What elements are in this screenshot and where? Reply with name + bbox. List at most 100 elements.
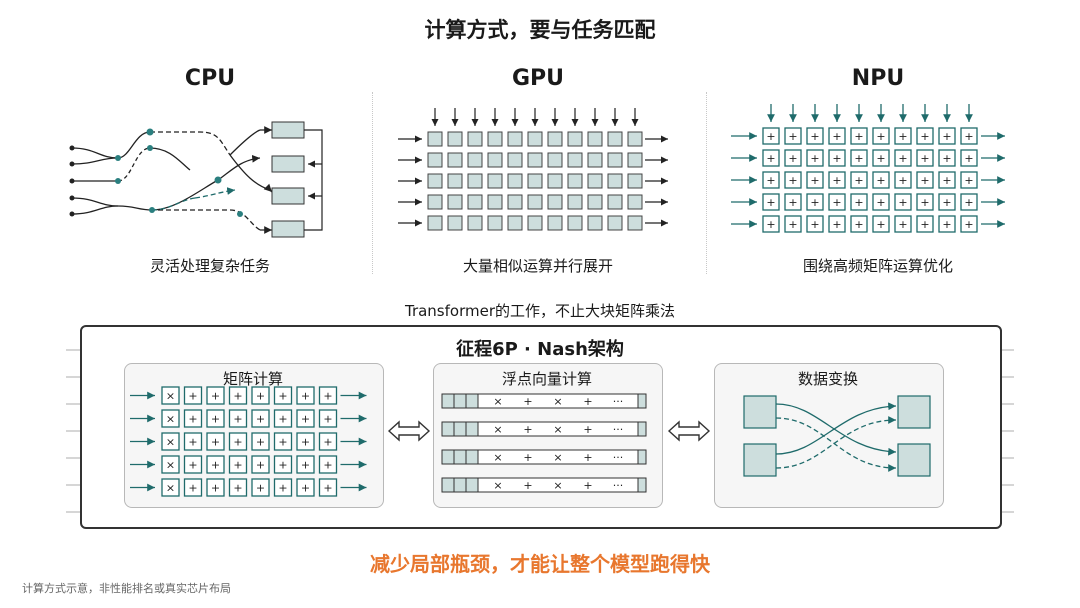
gpu-cell	[567, 194, 583, 210]
matrix-cell-op: +	[188, 413, 197, 426]
gpu-cell	[527, 152, 543, 168]
npu-cell	[784, 171, 802, 189]
npu-cell-plus: +	[876, 218, 885, 231]
gpu-cell	[607, 152, 623, 168]
gpu-cell	[507, 131, 523, 147]
gpu-cell	[487, 131, 503, 147]
matrix-cell	[251, 432, 270, 451]
matrix-cell-op: ×	[166, 482, 175, 495]
gpu-cell	[447, 152, 463, 168]
vector-diagram: ×+×+···×+×+···×+×+···×+×+···	[441, 393, 647, 493]
matrix-cell	[318, 478, 338, 497]
vector-op: ×	[553, 451, 562, 464]
separator-right	[706, 92, 707, 274]
npu-cell	[872, 171, 890, 189]
npu-cell-plus: +	[832, 218, 841, 231]
matrix-cell	[273, 455, 293, 474]
matrix-cell-op: +	[188, 482, 197, 495]
vector-lane-cell	[453, 477, 467, 493]
npu-cell	[960, 127, 978, 145]
separator-left	[372, 92, 373, 274]
gpu-cell	[527, 215, 543, 231]
gpu-cell	[567, 173, 583, 189]
npu-cell-plus: +	[876, 174, 885, 187]
matrix-cell	[206, 432, 225, 451]
npu-cell	[850, 193, 868, 211]
npu-cell	[960, 149, 978, 167]
npu-cell-plus: +	[810, 218, 819, 231]
vector-op: ×	[493, 479, 502, 492]
gpu-cell	[467, 173, 483, 189]
vector-lane-cell	[441, 449, 455, 465]
gpu-cell	[467, 215, 483, 231]
vector-op: +	[583, 395, 592, 408]
matrix-cell-op: +	[323, 413, 332, 426]
npu-cell-plus: +	[810, 130, 819, 143]
gpu-cell	[467, 194, 483, 210]
npu-cell-plus: +	[766, 174, 775, 187]
npu-cell-plus: +	[898, 196, 907, 209]
npu-cell-plus: +	[832, 152, 841, 165]
npu-cell-plus: +	[942, 218, 951, 231]
matrix-cell	[251, 409, 270, 428]
gpu-cell	[547, 194, 563, 210]
npu-cell	[872, 127, 890, 145]
npu-cell-plus: +	[810, 174, 819, 187]
npu-cell-plus: +	[766, 196, 775, 209]
cpu-caption: 灵活处理复杂任务	[149, 257, 270, 275]
npu-cell	[828, 149, 846, 167]
gpu-cell	[567, 131, 583, 147]
matrix-cell	[296, 478, 315, 497]
vector-op: ×	[553, 479, 562, 492]
npu-cell-plus: +	[898, 130, 907, 143]
matrix-cell	[161, 432, 180, 451]
gpu-cell	[447, 131, 463, 147]
npu-cell-plus: +	[920, 174, 929, 187]
gpu-cell	[467, 131, 483, 147]
matrix-cell-op: +	[211, 436, 220, 449]
npu-cell-plus: +	[788, 152, 797, 165]
vector-op: +	[523, 479, 532, 492]
npu-cell	[916, 149, 934, 167]
matrix-cell	[183, 455, 203, 474]
matrix-cell-op: ×	[166, 390, 175, 403]
npu-cell	[806, 215, 824, 233]
vector-lane-cell	[453, 393, 467, 409]
matrix-cell-op: ×	[166, 459, 175, 472]
gpu-cell	[447, 194, 463, 210]
vector-lane-cell	[465, 477, 479, 493]
matrix-cell	[273, 409, 293, 428]
matrix-cell-op: +	[233, 436, 242, 449]
matrix-cell	[296, 455, 315, 474]
double-arrow-right	[667, 420, 711, 442]
npu-cell	[806, 193, 824, 211]
matrix-cell	[161, 409, 180, 428]
matrix-cell-op: +	[323, 459, 332, 472]
gpu-cell	[607, 173, 623, 189]
matrix-cell-op: +	[256, 413, 265, 426]
npu-caption: 围绕高频矩阵运算优化	[802, 257, 953, 275]
npu-cell-plus: +	[854, 218, 863, 231]
npu-cell	[806, 149, 824, 167]
npu-cell-plus: +	[964, 218, 973, 231]
npu-cell-plus: +	[832, 174, 841, 187]
npu-cell-plus: +	[898, 152, 907, 165]
vector-lane-end	[637, 393, 647, 409]
chip-pins	[66, 349, 1014, 513]
npu-cell	[872, 149, 890, 167]
npu-cell	[784, 127, 802, 145]
npu-cell-plus: +	[920, 196, 929, 209]
matrix-cell-op: +	[278, 459, 287, 472]
npu-cell	[938, 149, 956, 167]
matrix-cell-op: +	[211, 390, 220, 403]
npu-cell	[938, 171, 956, 189]
npu-cell	[872, 193, 890, 211]
gpu-diagram	[398, 108, 668, 231]
npu-cell	[806, 171, 824, 189]
npu-cell-plus: +	[876, 130, 885, 143]
gpu-cell	[627, 173, 643, 189]
npu-cell-plus: +	[942, 196, 951, 209]
npu-cell-plus: +	[766, 152, 775, 165]
vector-op: ×	[493, 395, 502, 408]
npu-cell	[960, 193, 978, 211]
